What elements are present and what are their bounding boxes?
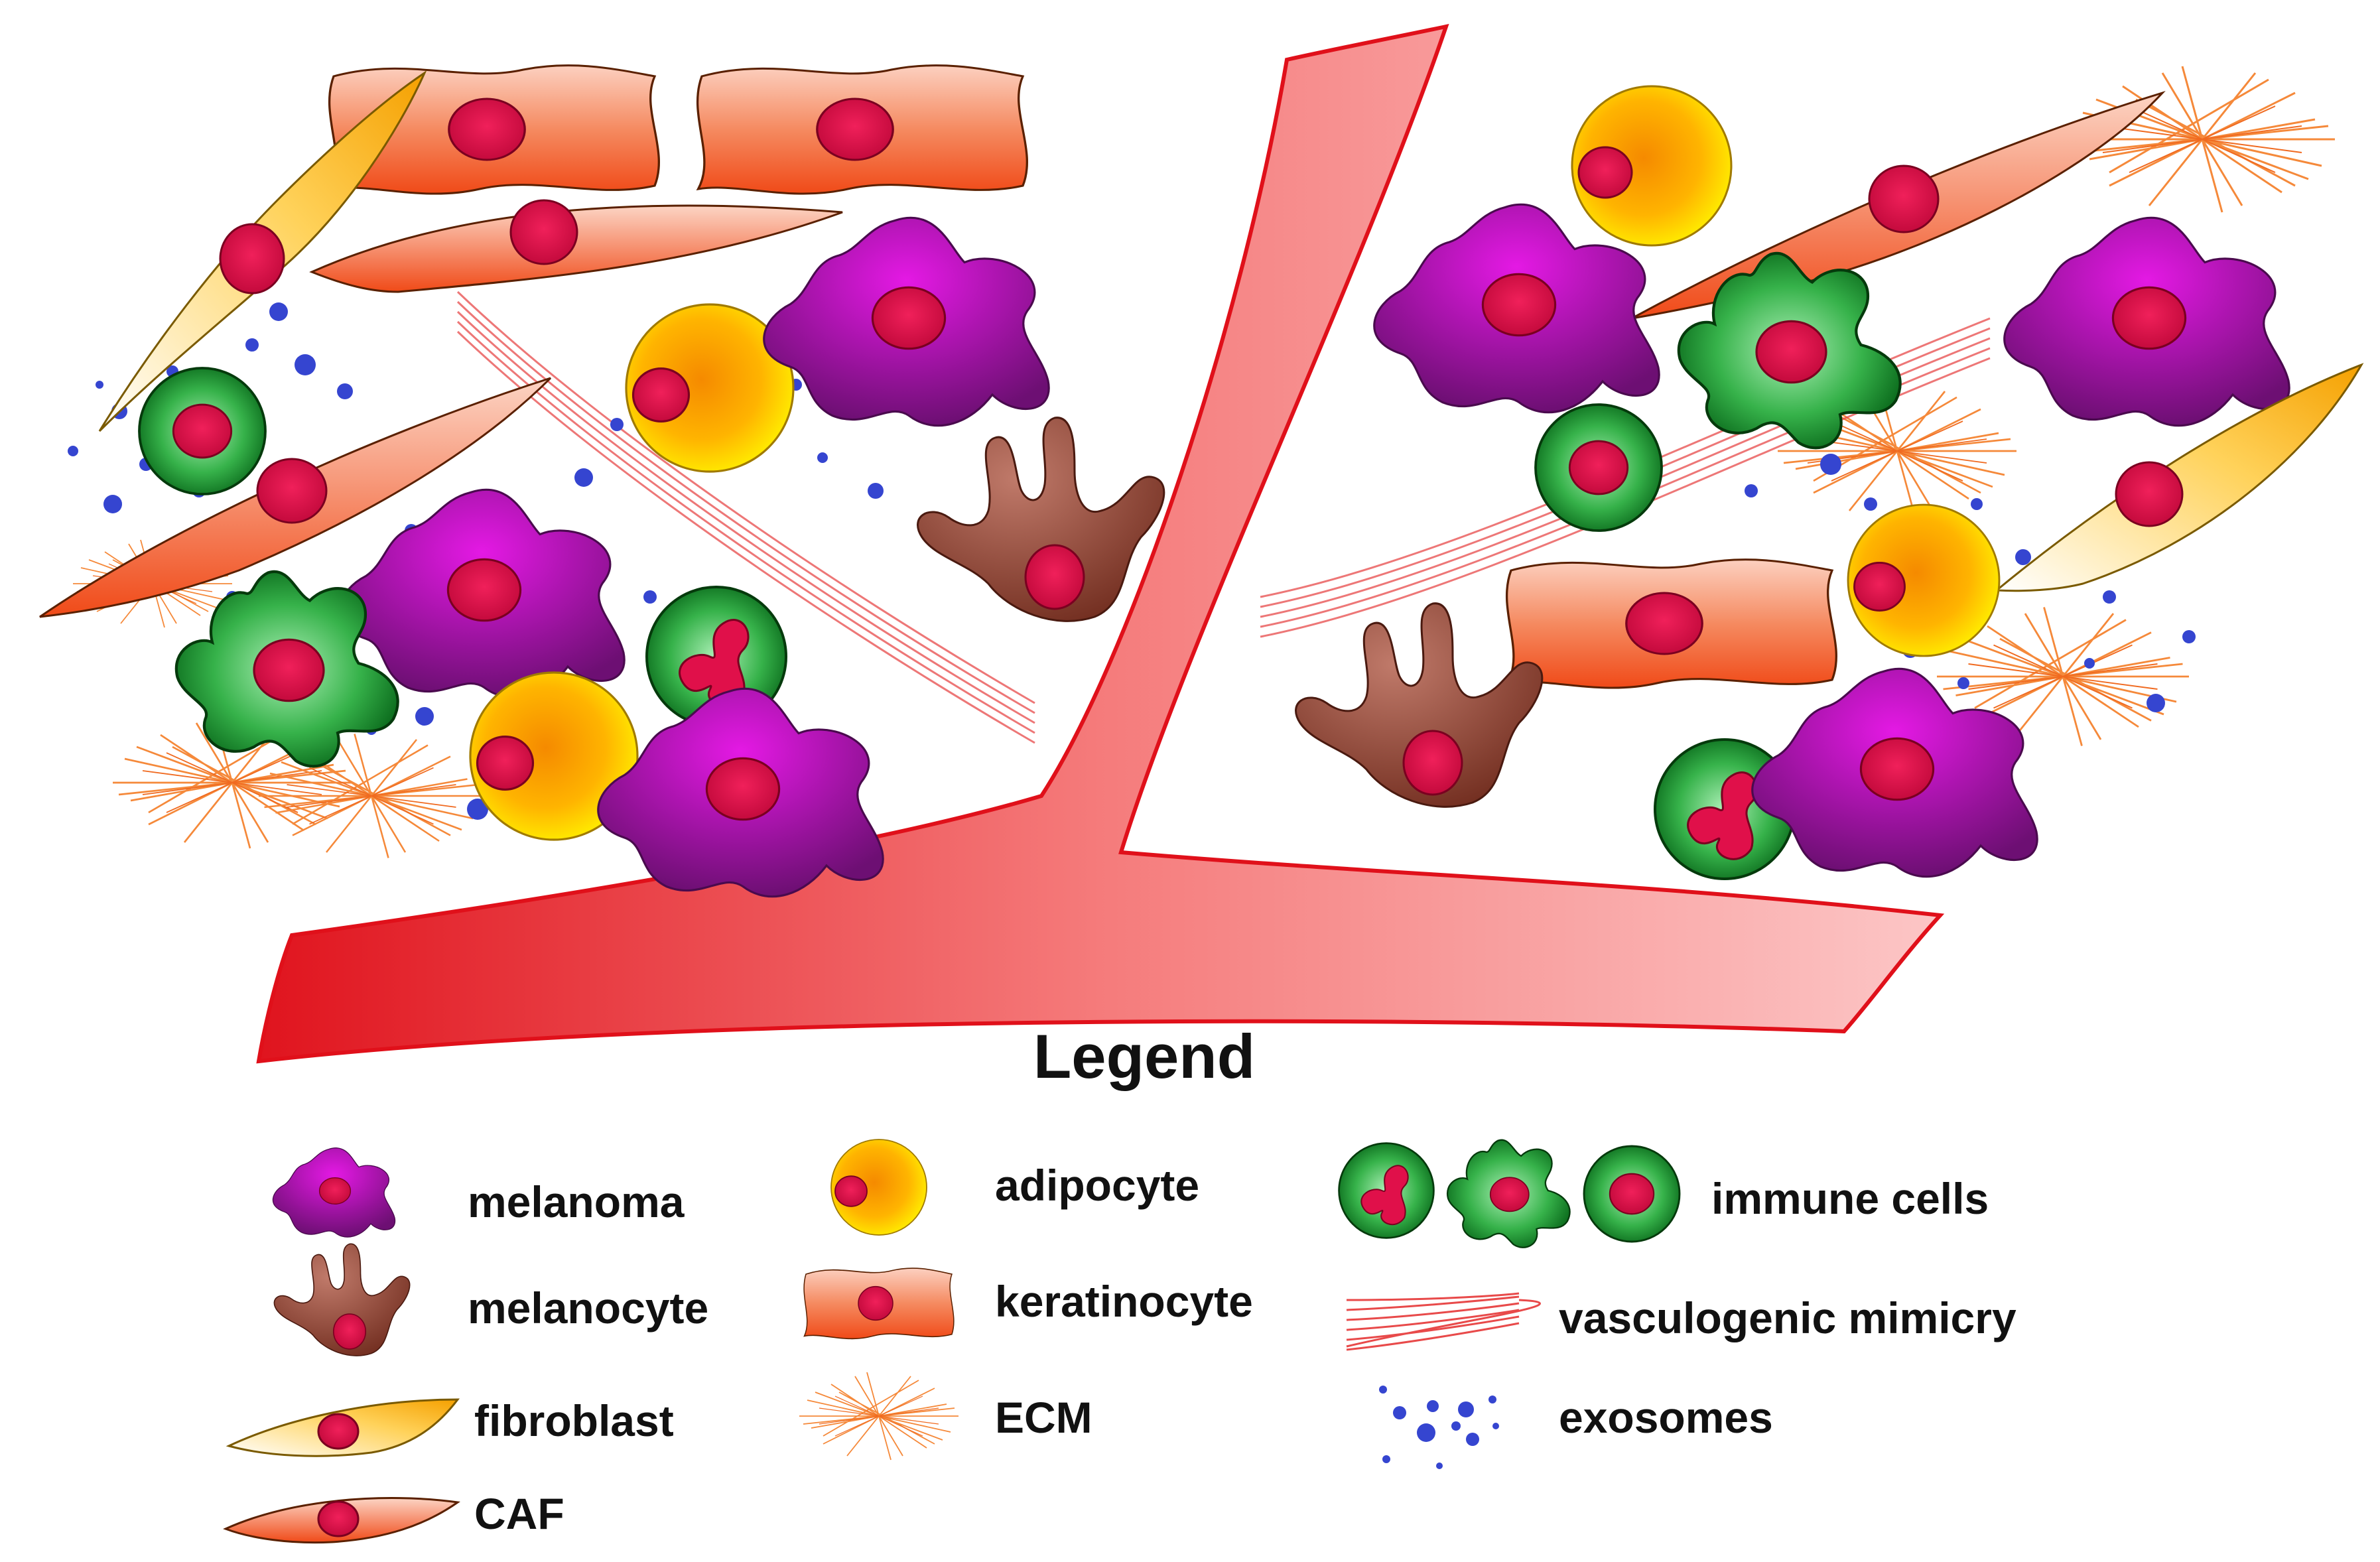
exosomes-icon <box>1379 1386 1499 1469</box>
caf-icon <box>223 1497 461 1544</box>
immune-cell-round-icon <box>1583 1145 1681 1243</box>
legend-label-caf: CAF <box>474 1489 564 1538</box>
legend-label-exosomes: exosomes <box>1559 1393 1773 1442</box>
legend-label-ecm: ECM <box>995 1393 1092 1442</box>
legend: Legend melanoma melanocyte fibroblast CA… <box>223 1021 2016 1544</box>
blood-vessel <box>256 23 1945 1064</box>
keratinocyte-cell <box>696 64 1029 195</box>
immune-cell <box>138 367 267 495</box>
melanocyte-icon <box>273 1243 411 1356</box>
scene-cells-left <box>39 64 1165 898</box>
legend-label-vasculogenic-mimicry: vasculogenic mimicry <box>1559 1293 2016 1342</box>
melanoma-cell <box>338 488 626 699</box>
adipocyte-icon <box>830 1139 927 1236</box>
ecm-icon <box>799 1372 959 1461</box>
immune-cell-lobed-icon <box>1338 1142 1435 1239</box>
adipocyte-cell <box>1847 503 2001 657</box>
scene-cells-right <box>1295 85 2364 880</box>
immune-cell-star-icon <box>1446 1139 1571 1248</box>
legend-label-keratinocyte: keratinocyte <box>995 1277 1253 1326</box>
keratinocyte-cell <box>1505 558 1838 689</box>
keratinocyte-icon <box>803 1268 955 1340</box>
melanoma-icon <box>272 1147 396 1238</box>
melanoma-cell <box>1751 667 2038 878</box>
melanoma-cell <box>597 687 884 898</box>
melanocyte-cell <box>917 417 1165 622</box>
adipocyte-cell <box>1571 85 1733 247</box>
immune-cell <box>1534 403 1663 532</box>
legend-title: Legend <box>1033 1021 1255 1091</box>
legend-label-adipocyte: adipocyte <box>995 1161 1199 1210</box>
vasculogenic-mimicry-icon <box>1346 1292 1541 1351</box>
legend-label-melanocyte: melanocyte <box>468 1283 708 1333</box>
legend-label-fibroblast: fibroblast <box>474 1396 674 1445</box>
legend-label-melanoma: melanoma <box>468 1177 685 1226</box>
melanoma-cell <box>2003 216 2290 427</box>
legend-label-immune-cells: immune cells <box>1711 1174 1989 1223</box>
caf-cell <box>309 204 843 293</box>
fibroblast-icon <box>226 1398 460 1457</box>
melanocyte-cell <box>1295 602 1544 808</box>
melanoma-cell <box>763 216 1050 427</box>
